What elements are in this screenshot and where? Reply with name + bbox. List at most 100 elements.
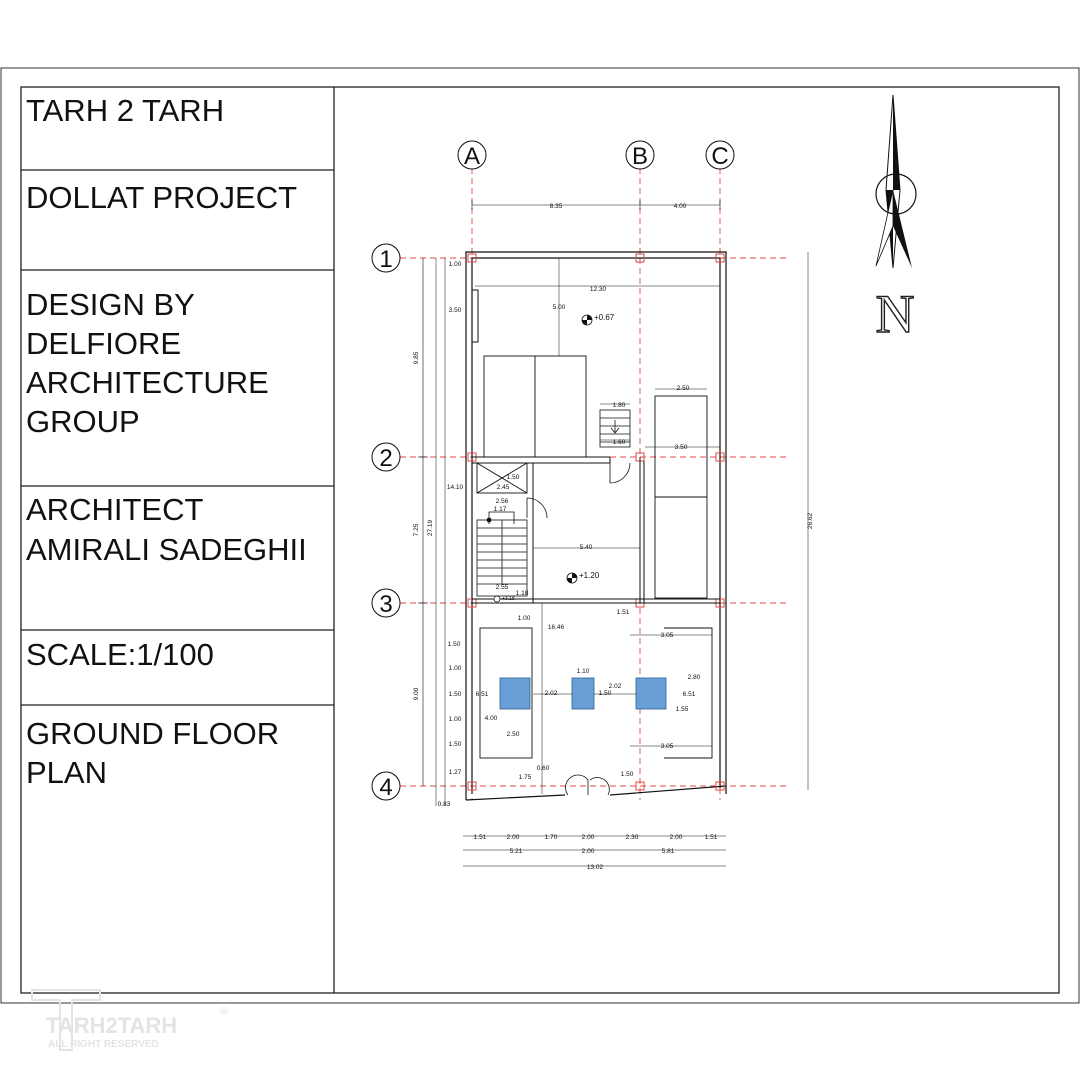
svg-text:1.55: 1.55 [676,706,689,713]
door-bottom [565,774,610,796]
parking-bay-right [654,395,708,599]
floor-plan: A B C 1 2 3 4 [371,140,814,871]
svg-text:2.30: 2.30 [626,834,639,841]
svg-text:4.00: 4.00 [485,715,498,722]
svg-text:6.51: 6.51 [476,691,489,698]
elevator-shaft [476,462,528,494]
svg-text:5.81: 5.81 [662,848,675,855]
svg-text:2.02: 2.02 [545,690,558,697]
design-by-line-4: GROUP [26,404,140,439]
svg-text:2: 2 [379,445,392,472]
svg-text:2.02: 2.02 [609,683,622,690]
grid-bubble-3: 3 [371,588,401,618]
grid-spacing-34: 9.00 [413,687,420,700]
title-block [21,169,334,706]
grid-spacing-bc: 4.00 [674,203,687,210]
svg-text:3.05: 3.05 [661,743,674,750]
svg-text:2.00: 2.00 [507,834,520,841]
svg-text:1.50: 1.50 [449,741,462,748]
design-by-line-1: DESIGN BY [26,287,195,322]
svg-text:3: 3 [379,591,392,618]
svg-text:1.51: 1.51 [617,609,630,616]
grid-spacing-12: 9.85 [413,351,420,364]
parking-bay-lower-right [664,627,713,759]
dim-mid-length: 16.46 [548,624,565,631]
svg-text:2.00: 2.00 [582,848,595,855]
svg-text:1.27: 1.27 [449,769,462,776]
grid-bubble-1: 1 [371,243,401,273]
column-box-3 [635,677,667,710]
watermark-tagline: ALL RIGHT RESERVED [48,1039,159,1050]
svg-text:2.50: 2.50 [507,731,520,738]
grid-spacing-ab: 8.35 [550,203,563,210]
dim-overall-left: 27.19 [427,519,434,536]
svg-text:1.00: 1.00 [449,261,462,268]
design-by-line-3: ARCHITECTURE [26,365,269,400]
dim-overall-width: 13.02 [587,864,604,871]
dim-top-depth: 5.00 [553,304,566,311]
outer-frame [0,67,1080,1004]
svg-text:1: 1 [379,246,392,273]
column-box-2 [571,677,595,710]
dim-stair-2: 1.60 [613,439,626,446]
dim-core-2: 2.45 [497,484,510,491]
svg-text:+0.67: +0.67 [594,313,615,322]
dim-core-1: 1.50 [507,474,520,481]
grid-bubble-a: A [457,140,487,170]
svg-text:2.00: 2.00 [670,834,683,841]
svg-text:1.50: 1.50 [449,691,462,698]
svg-text:1.50: 1.50 [448,641,461,648]
dim-mid-span: 5.40 [580,544,593,551]
svg-text:1.50: 1.50 [599,690,612,697]
svg-text:1.50: 1.50 [621,771,634,778]
svg-text:C: C [711,143,728,170]
svg-text:0.83: 0.83 [438,801,451,808]
svg-text:+3.18: +3.18 [502,596,515,602]
small-stair [599,409,631,448]
dim-stair-1: 1.80 [613,402,626,409]
svg-text:1.00: 1.00 [449,716,462,723]
grid-bubble-c: C [705,140,735,170]
dim-top-width: 12.30 [590,286,607,293]
project-name: DOLLAT PROJECT [26,180,297,215]
parking-bay-top [483,355,587,458]
svg-text:1.51: 1.51 [474,834,487,841]
svg-text:1.51: 1.51 [705,834,718,841]
level-marker-2: +1.20 [566,571,600,584]
svg-text:B: B [632,143,648,170]
svg-text:3.50: 3.50 [449,307,462,314]
watermark-brand: TARH2TARH [46,1013,177,1038]
drawing-title-line-2: PLAN [26,755,107,790]
svg-text:4: 4 [379,774,392,801]
door-stair [526,497,548,519]
door-top [609,462,631,484]
svg-text:1.70: 1.70 [545,834,558,841]
design-by-line-2: DELFIORE [26,326,181,361]
svg-text:0.60: 0.60 [537,765,550,772]
dim-right-block-2: 3.50 [675,444,688,451]
svg-text:2.80: 2.80 [688,674,701,681]
parking-bay-lower-left [479,627,533,759]
north-arrow-icon: N [875,94,917,345]
main-stair [476,511,528,597]
dim-core-3: 2.56 [496,498,509,505]
outer-walls [465,251,727,801]
svg-text:A: A [464,143,480,170]
dim-core-4: 1.17 [494,506,507,513]
level-marker-1: +0.67 [581,313,615,326]
architect-line-2: AMIRALI SADEGHII [26,532,307,567]
grid-bubble-b: B [625,140,655,170]
svg-text:5.21: 5.21 [510,848,523,855]
svg-text:1.00: 1.00 [449,665,462,672]
svg-text:+1.20: +1.20 [579,571,600,580]
svg-text:3.05: 3.05 [661,632,674,639]
grid-spacing-23: 7.25 [413,523,420,536]
dim-core-6: 1.18 [516,590,529,597]
dim-overall-right: 26.62 [807,512,814,529]
level-marker-3: +3.18 [493,595,515,603]
architect-line-1: ARCHITECT [26,492,203,527]
svg-text:1.10: 1.10 [577,668,590,675]
drawing-title-line-1: GROUND FLOOR [26,716,279,751]
scale-label: SCALE:1/100 [26,637,214,672]
